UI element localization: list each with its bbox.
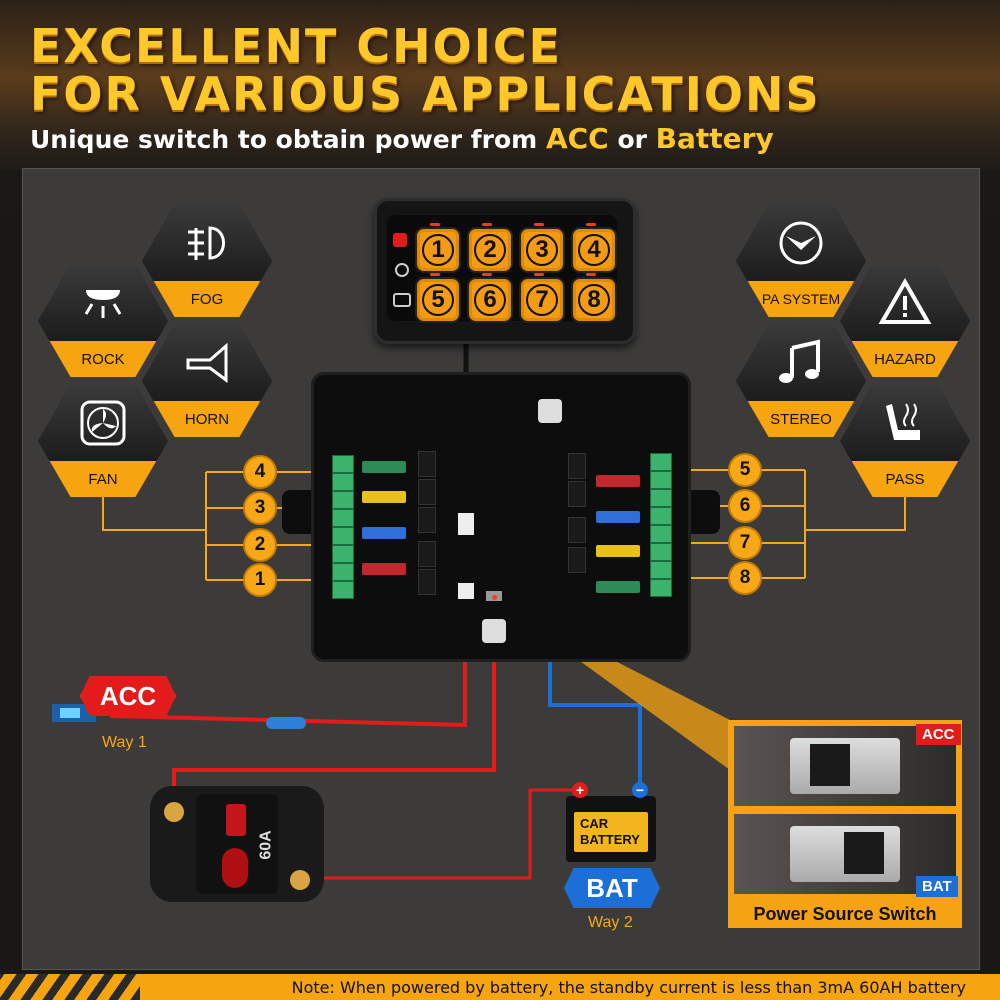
keypad-button-2[interactable]: 2 bbox=[467, 227, 513, 273]
keypad-button-8[interactable]: 8 bbox=[571, 277, 617, 323]
subtitle-acc: ACC bbox=[545, 122, 609, 155]
fuse-yellow-r bbox=[596, 545, 640, 557]
horn-icon bbox=[186, 342, 228, 383]
fuse-red-r bbox=[596, 475, 640, 487]
note-bar: Note: When powered by battery, the stand… bbox=[0, 974, 1000, 1000]
bat-tag: BAT bbox=[916, 876, 958, 897]
subtitle-battery: Battery bbox=[655, 122, 774, 155]
switch-acc-view bbox=[734, 726, 956, 806]
rock-light-icon bbox=[84, 290, 122, 318]
fuse-green-r bbox=[596, 581, 640, 593]
keypad-button-4[interactable]: 4 bbox=[571, 227, 617, 273]
headline-line1: EXCELLENT CHOICE bbox=[30, 19, 563, 73]
mode-icon[interactable] bbox=[393, 293, 411, 307]
keypad-button-6[interactable]: 6 bbox=[467, 277, 513, 323]
right-circuit-lines bbox=[670, 469, 906, 579]
circuit-num-4: 4 bbox=[245, 457, 275, 487]
keypad-button-7[interactable]: 7 bbox=[519, 277, 565, 323]
keypad-button-5[interactable]: 5 bbox=[415, 277, 461, 323]
note-stripes bbox=[0, 974, 140, 1000]
hex-pa-system: PA SYSTEM bbox=[736, 205, 866, 317]
bat-badge: BAT bbox=[564, 868, 660, 908]
reset-lever[interactable] bbox=[226, 804, 246, 836]
battery-line2: BATTERY bbox=[580, 832, 640, 847]
breaker-lever-bottom bbox=[222, 848, 248, 888]
breaker-stud-in bbox=[164, 802, 184, 822]
circuit-num-3: 3 bbox=[245, 493, 275, 523]
switch-keypad: 1 2 3 4 5 6 7 8 bbox=[374, 198, 636, 344]
fuse-blue-r bbox=[596, 511, 640, 523]
fuse-blue bbox=[362, 527, 406, 539]
breaker-rating: 60A bbox=[257, 830, 275, 860]
way2-label: Way 2 bbox=[588, 914, 633, 931]
subtitle-prefix: Unique switch to obtain power from bbox=[30, 125, 538, 154]
subtitle-or: or bbox=[617, 125, 647, 154]
circuit-num-7: 7 bbox=[730, 528, 760, 558]
keypad-face: 1 2 3 4 5 6 7 8 bbox=[387, 215, 617, 323]
way1-label: Way 1 bbox=[102, 734, 147, 751]
positive-terminal-stud bbox=[482, 619, 506, 643]
circuit-num-1: 1 bbox=[245, 565, 275, 595]
fog-light-icon bbox=[188, 226, 225, 260]
negative-terminal-stud bbox=[538, 399, 562, 423]
circuit-num-6: 6 bbox=[730, 491, 760, 521]
headline-line2: FOR VARIOUS APPLICATIONS bbox=[30, 67, 821, 121]
fuse-green bbox=[362, 461, 406, 473]
circuit-num-8: 8 bbox=[730, 563, 760, 593]
power-connector bbox=[458, 583, 474, 599]
switch-indicator-led bbox=[492, 595, 497, 600]
circuit-breaker: 60A bbox=[150, 786, 324, 902]
battery-label-area: CAR BATTERY bbox=[574, 812, 648, 852]
hazard-icon bbox=[878, 277, 932, 324]
switch-bat-view bbox=[734, 814, 956, 894]
acc-badge: ACC bbox=[80, 676, 176, 716]
keypad-button-3[interactable]: 3 bbox=[519, 227, 565, 273]
fuse-yellow bbox=[362, 491, 406, 503]
car-battery: CAR BATTERY bbox=[566, 796, 656, 862]
battery-plus: + bbox=[572, 782, 588, 798]
keypad-connector bbox=[458, 513, 474, 535]
power-icon[interactable] bbox=[393, 233, 407, 247]
circuit-num-5: 5 bbox=[730, 455, 760, 485]
pa-system-icon bbox=[779, 221, 823, 265]
circuit-num-2: 2 bbox=[245, 530, 275, 560]
music-note-icon bbox=[779, 339, 820, 383]
brightness-icon[interactable] bbox=[395, 263, 409, 277]
seat-heater-icon bbox=[886, 403, 920, 440]
fan-icon bbox=[80, 400, 126, 446]
subtitle: Unique switch to obtain power from ACC o… bbox=[30, 122, 774, 155]
switch-caption: Power Source Switch bbox=[753, 904, 937, 924]
keypad-button-1[interactable]: 1 bbox=[415, 227, 461, 273]
battery-line1: CAR bbox=[580, 816, 609, 831]
relay-box bbox=[314, 375, 688, 659]
fuse-red bbox=[362, 563, 406, 575]
power-source-switch-detail: ACC BAT Power Source Switch bbox=[728, 720, 962, 928]
breaker-stud-out bbox=[290, 870, 310, 890]
acc-tag: ACC bbox=[916, 724, 961, 745]
battery-minus: − bbox=[632, 782, 648, 798]
